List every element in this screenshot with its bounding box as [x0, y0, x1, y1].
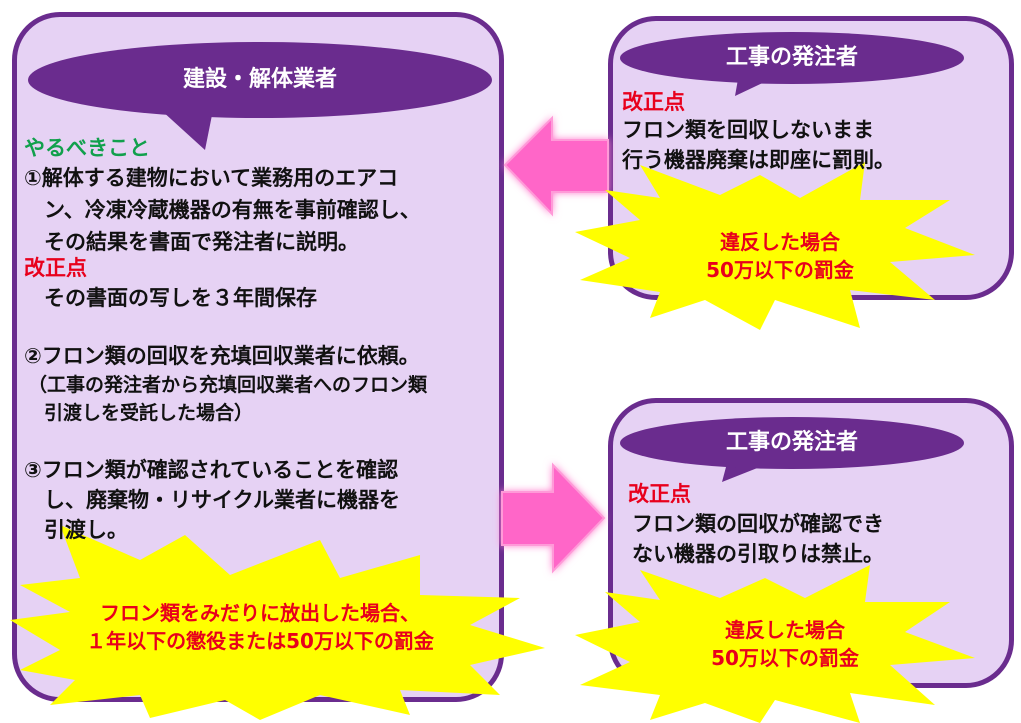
- item2-note-line2: 引渡しを受託した場合）: [44, 402, 254, 424]
- contractor-title: 建設・解体業者: [182, 67, 337, 92]
- contractor-penalty-line2: １年以下の懲役または50万以下の罰金: [86, 629, 434, 653]
- client-title-bottom: 工事の発注者: [725, 430, 858, 455]
- item1-line2: ン、冷凍冷蔵機器の有無を事前確認し、: [44, 198, 421, 222]
- client-bottom-revision-label: 改正点: [628, 482, 691, 506]
- penalty-burst-bottom-right: [575, 565, 975, 723]
- client-title-top: 工事の発注者: [725, 45, 858, 70]
- contractor-revision-text: その書面の写しを３年間保存: [44, 286, 317, 310]
- todo-heading: やるべきこと: [24, 136, 150, 160]
- client-title-callout-top: [620, 32, 964, 96]
- item1-line1: ①解体する建物において業務用のエアコ: [24, 166, 399, 190]
- client-top-text-line1: フロン類を回収しないまま: [622, 118, 874, 142]
- arrow-right: [501, 462, 606, 574]
- contractor-revision-label: 改正点: [24, 256, 87, 280]
- client-bottom-text-line2: ない機器の引取りは禁止。: [632, 542, 884, 566]
- client-bottom-penalty-line1: 違反した場合: [725, 618, 845, 642]
- item1-line3: その結果を書面で発注者に説明。: [44, 230, 359, 254]
- penalty-burst-top-right: [575, 162, 975, 330]
- client-title-callout-bottom: [620, 417, 964, 482]
- arrow-left: [503, 115, 609, 217]
- item2-line1: ②フロン類の回収を充填回収業者に依頼。: [24, 344, 420, 368]
- item3-line2: し、廃棄物・リサイクル業者に機器を: [44, 488, 400, 512]
- item3-line1: ③フロン類が確認されていることを確認: [24, 458, 399, 482]
- client-bottom-penalty-line2: 50万以下の罰金: [711, 646, 859, 670]
- contractor-penalty-line1: フロン類をみだりに放出した場合、: [100, 601, 420, 625]
- client-top-revision-label: 改正点: [622, 90, 685, 114]
- contractor-title-callout: [28, 42, 492, 150]
- client-top-penalty-line1: 違反した場合: [720, 230, 840, 254]
- penalty-burst-left: [10, 525, 545, 720]
- item3-line3: 引渡し。: [44, 518, 128, 542]
- client-top-penalty-line2: 50万以下の罰金: [706, 258, 854, 282]
- item2-note-line1: （工事の発注者から充填回収業者へのフロン類: [28, 374, 428, 396]
- client-top-text-line2: 行う機器廃棄は即座に罰則。: [622, 148, 895, 172]
- client-bottom-text-line1: フロン類の回収が確認でき: [632, 512, 884, 536]
